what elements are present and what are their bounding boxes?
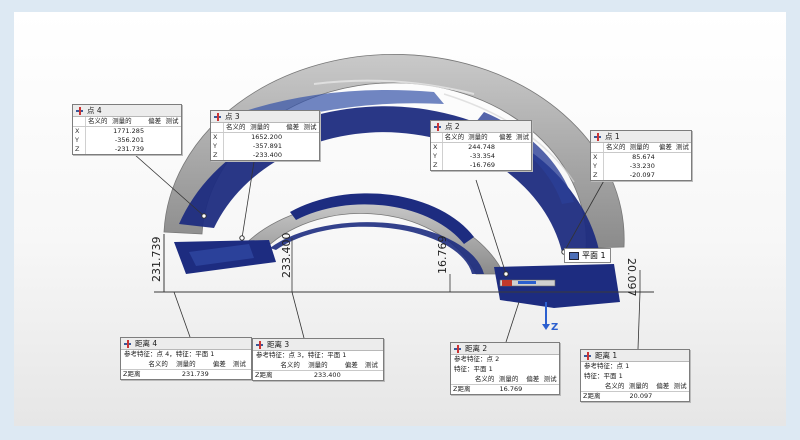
pin-icon [214,112,222,121]
inner-ring-scan [290,193,474,244]
z-axis-label: Z [551,322,558,333]
plane-icon [569,251,579,260]
pin-icon [434,122,442,131]
pin-icon [594,132,602,141]
dimension-4-value: 231.739 [150,237,163,283]
pin-icon [454,344,462,353]
pin-icon [584,351,592,360]
pin-icon [76,106,84,115]
plane-1-label[interactable]: 平面 1 [564,248,611,263]
dimension-2-value: 16.769 [436,236,449,275]
dimension-3-value: 233.400 [280,233,293,279]
3d-viewport[interactable]: Z 231.739 233.400 16.769 20.097 平面 1 点 4… [14,12,786,426]
leader-lines [125,146,641,350]
pin-icon [256,340,264,349]
right-base-scan [494,264,620,308]
pin-icon [124,339,132,348]
dimension-1-value: 20.097 [625,258,638,297]
